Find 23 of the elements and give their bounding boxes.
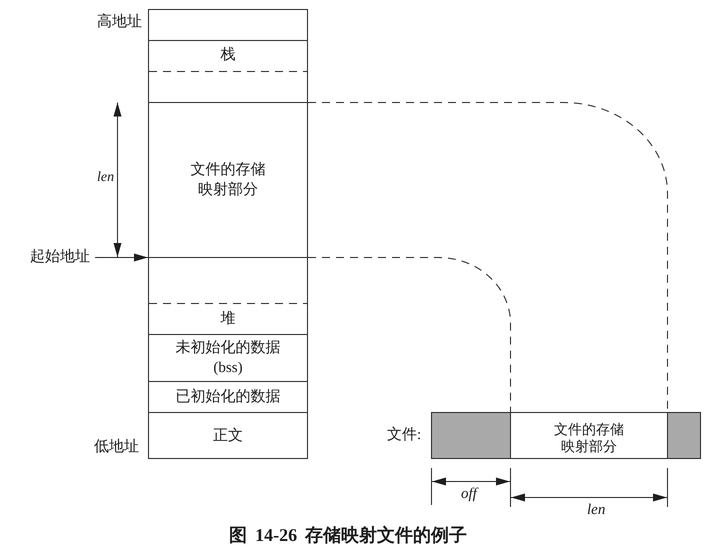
memory-column <box>148 9 308 459</box>
address-label: 起始地址 <box>30 248 90 267</box>
dimension-label: len <box>97 169 114 187</box>
segment-label: 未初始化的数据 (bss) <box>174 338 282 378</box>
dashed-connector <box>308 257 511 412</box>
segment-label: 栈 <box>220 46 236 64</box>
address-label: 低地址 <box>94 438 139 456</box>
shaded-file-segment <box>432 413 510 458</box>
figure-caption: 图 14-26 存储映射文件的例子 <box>229 526 468 544</box>
segment-label: 已初始化的数据 <box>176 388 280 407</box>
segment-label: 堆 <box>220 310 236 328</box>
segment-label: 文件的存储映射部分 <box>190 160 266 200</box>
segment-label: 文件的存储映射部分 <box>552 422 625 456</box>
memory-segment <box>149 102 307 258</box>
shaded-file-segment <box>668 413 700 458</box>
arrow <box>94 254 148 262</box>
memory-segment <box>149 40 307 72</box>
dimension-label: off <box>461 485 477 503</box>
file-bar <box>431 412 701 459</box>
file-label: 文件: <box>387 426 422 444</box>
address-label: 高地址 <box>97 13 142 31</box>
segment-label: 正文 <box>213 426 243 446</box>
dimension-label: len <box>587 501 606 519</box>
